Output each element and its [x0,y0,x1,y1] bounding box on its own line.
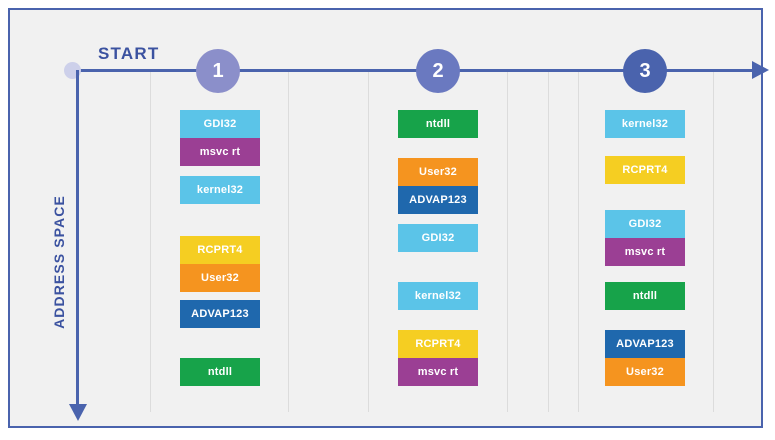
module-block[interactable]: GDI32 [605,210,685,238]
step-circle-number: 2 [432,59,444,82]
step-circle-1[interactable]: 1 [196,49,240,93]
column-separator [713,72,714,412]
step-circle-2[interactable]: 2 [416,49,460,93]
module-block[interactable]: ntdll [180,358,260,386]
module-block-label: RCPRT4 [197,244,243,256]
column-separator [288,72,289,412]
module-block-label: GDI32 [203,118,237,130]
column-separator [578,72,579,412]
column-separator [507,72,508,412]
module-block[interactable]: RCPRT4 [605,156,685,184]
module-block[interactable]: ntdll [605,282,685,310]
module-block[interactable]: msvc rt [398,358,478,386]
module-block-label: User32 [419,166,457,178]
column-separator [150,72,151,412]
step-circle-number: 3 [639,59,651,82]
module-block[interactable]: GDI32 [180,110,260,138]
module-block-label: msvc rt [199,146,241,158]
start-label: START [98,44,160,63]
module-block[interactable]: RCPRT4 [398,330,478,358]
module-block-label: RCPRT4 [622,164,668,176]
module-block-label: msvc rt [624,246,666,258]
module-block-label: GDI32 [421,232,455,244]
module-block-label: kernel32 [196,184,244,196]
module-block-label: User32 [626,366,664,378]
module-block-label: RCPRT4 [415,338,461,350]
module-block-label: kernel32 [621,118,669,130]
module-block-label: ntdll [207,366,233,378]
module-block[interactable]: kernel32 [398,282,478,310]
address-space-label: ADDRESS SPACE [51,195,67,329]
module-block[interactable]: GDI32 [398,224,478,252]
step-circle-number: 1 [212,59,224,82]
diagram-canvas: START ADDRESS SPACE 1 2 3 GDI32 msvc rt kern… [8,8,769,428]
module-block[interactable]: msvc rt [605,238,685,266]
module-block[interactable]: RCPRT4 [180,236,260,264]
module-block[interactable]: ADVAP123 [180,300,260,328]
module-block[interactable]: User32 [180,264,260,292]
column-separator [368,72,369,412]
module-block[interactable]: kernel32 [605,110,685,138]
module-block[interactable]: ADVAP123 [605,330,685,358]
step-circle-3[interactable]: 3 [623,49,667,93]
module-block[interactable]: ntdll [398,110,478,138]
module-block[interactable]: User32 [605,358,685,386]
address-space-arrow-icon [69,404,87,421]
module-block-label: ADVAP123 [616,338,674,350]
address-space-axis-line [76,70,79,407]
module-block[interactable]: ADVAP123 [398,186,478,214]
column-separator [548,72,549,412]
module-block-label: User32 [201,272,239,284]
module-block-label: msvc rt [417,366,459,378]
module-block-label: ntdll [632,290,658,302]
module-block[interactable]: msvc rt [180,138,260,166]
module-block-label: ADVAP123 [191,308,249,320]
timeline-arrow-icon [752,61,769,79]
module-block-label: kernel32 [414,290,462,302]
module-block[interactable]: kernel32 [180,176,260,204]
module-block-label: ADVAP123 [409,194,467,206]
module-block-label: ntdll [425,118,451,130]
module-block[interactable]: User32 [398,158,478,186]
module-block-label: GDI32 [628,218,662,230]
